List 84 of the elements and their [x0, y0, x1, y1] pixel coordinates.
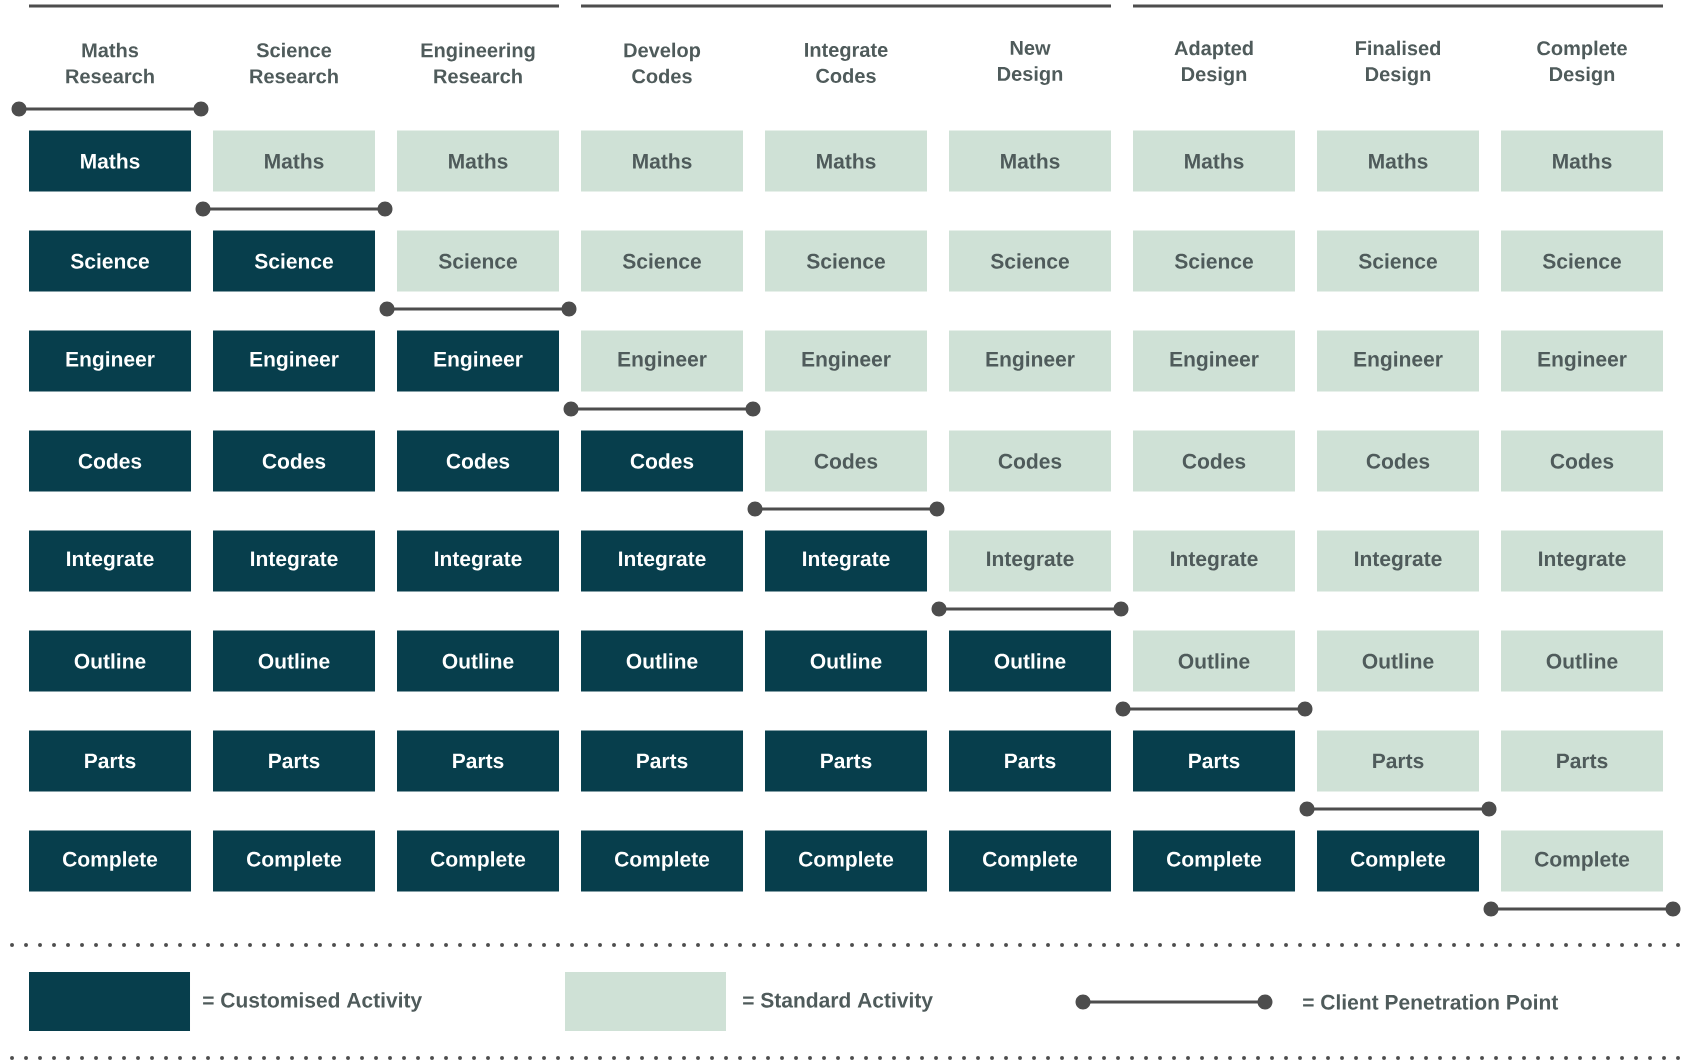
activity-box: Maths	[1317, 130, 1479, 192]
activity-box: Complete	[1133, 830, 1295, 892]
activity-box: Parts	[1317, 730, 1479, 792]
activity-box: Engineer	[29, 330, 191, 392]
activity-box: Integrate	[1317, 530, 1479, 592]
activity-box: Science	[1501, 230, 1663, 292]
activity-box: Integrate	[581, 530, 743, 592]
legend-text: = Client Penetration Point	[1303, 994, 1559, 1010]
activity-box: Outline	[765, 630, 927, 692]
activity-box: Outline	[213, 630, 375, 692]
activity-box: Engineer	[397, 330, 559, 392]
activity-box: Outline	[29, 630, 191, 692]
activity-box: Codes	[1501, 430, 1663, 492]
activity-box: Complete	[213, 830, 375, 892]
activity-box: Parts	[765, 730, 927, 792]
activity-box: Complete	[581, 830, 743, 892]
activity-box: Parts	[29, 730, 191, 792]
activity-box: Integrate	[949, 530, 1111, 592]
activity-box: Codes	[213, 430, 375, 492]
column-header: Develop Codes	[624, 42, 701, 84]
column-header: Science Research	[250, 42, 338, 84]
activity-box: Codes	[581, 430, 743, 492]
activity-box: Codes	[1317, 430, 1479, 492]
activity-box: Parts	[581, 730, 743, 792]
activity-box: Engineer	[213, 330, 375, 392]
column-header: Complete Design	[1537, 40, 1627, 86]
activity-box: Science	[765, 230, 927, 292]
activity-box: Engineer	[949, 330, 1111, 392]
activity-box: Integrate	[1133, 530, 1295, 592]
activity-box: Engineer	[765, 330, 927, 392]
activity-box: Maths	[397, 130, 559, 192]
activity-box: Maths	[1501, 130, 1663, 192]
activity-box: Science	[581, 230, 743, 292]
activity-box: Integrate	[397, 530, 559, 592]
column-header: New Design	[998, 41, 1063, 85]
activity-box: Complete	[29, 830, 191, 892]
column-header: Adapted Design	[1174, 40, 1253, 86]
activity-box: Integrate	[765, 530, 927, 592]
activity-box: Parts	[1133, 730, 1295, 792]
activity-box: Parts	[949, 730, 1111, 792]
activity-box: Codes	[29, 430, 191, 492]
activity-box: Outline	[397, 630, 559, 692]
activity-box: Science	[949, 230, 1111, 292]
activity-box: Maths	[765, 130, 927, 192]
activity-box: Integrate	[29, 530, 191, 592]
activity-box: Outline	[1501, 630, 1663, 692]
legend-text: = Standard Activity	[743, 992, 933, 1012]
activity-box: Science	[29, 230, 191, 292]
activity-box: Parts	[397, 730, 559, 792]
activity-box: Engineer	[1317, 330, 1479, 392]
activity-box: Complete	[1317, 830, 1479, 892]
activity-box: Maths	[949, 130, 1111, 192]
activity-box: Outline	[949, 630, 1111, 692]
activity-box: Complete	[1501, 830, 1663, 892]
activity-box: Codes	[397, 430, 559, 492]
activity-box: Maths	[29, 130, 191, 192]
activity-box: Outline	[1133, 630, 1295, 692]
activity-box: Integrate	[213, 530, 375, 592]
activity-box: Maths	[213, 130, 375, 192]
activity-box: Outline	[1317, 630, 1479, 692]
column-header: Maths Research	[66, 42, 154, 84]
activity-box: Engineer	[1133, 330, 1295, 392]
activity-box: Complete	[949, 830, 1111, 892]
activity-box: Complete	[397, 830, 559, 892]
activity-box: Codes	[1133, 430, 1295, 492]
column-header: Engineering Research	[421, 42, 535, 84]
activity-box: Parts	[213, 730, 375, 792]
activity-box: Maths	[1133, 130, 1295, 192]
column-header: Finalised Design	[1356, 40, 1441, 86]
activity-box: Science	[213, 230, 375, 292]
activity-box: Science	[397, 230, 559, 292]
activity-box: Outline	[581, 630, 743, 692]
activity-box: Science	[1133, 230, 1295, 292]
activity-box: Engineer	[581, 330, 743, 392]
activity-box: Integrate	[1501, 530, 1663, 592]
legend-text: = Customised Activity	[203, 992, 423, 1012]
activity-box: Complete	[765, 830, 927, 892]
activity-box: Science	[1317, 230, 1479, 292]
activity-box: Maths	[581, 130, 743, 192]
activity-box: Engineer	[1501, 330, 1663, 392]
column-header: Integrate Codes	[805, 43, 888, 83]
activity-box: Codes	[949, 430, 1111, 492]
activity-box: Parts	[1501, 730, 1663, 792]
activity-box: Codes	[765, 430, 927, 492]
